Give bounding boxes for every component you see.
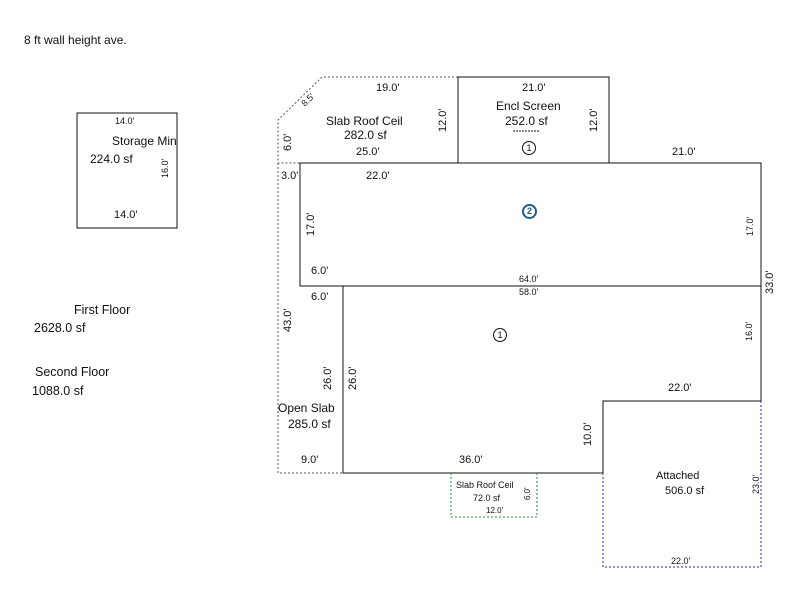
slab-roof-top-dim-top: 19.0' bbox=[376, 82, 400, 94]
first-floor-outline bbox=[342, 285, 762, 474]
attached-dim-bottom: 22.0' bbox=[671, 556, 691, 566]
slab-roof-top-name: Slab Roof Ceil bbox=[326, 114, 403, 128]
storage-outline bbox=[76, 112, 178, 229]
second-floor-dim-top-left: 22.0' bbox=[366, 170, 390, 182]
attached-dim-right: 23.0' bbox=[751, 474, 761, 494]
open-slab-name: Open Slab bbox=[278, 401, 335, 415]
first-floor-dim-notch: 6.0' bbox=[311, 291, 329, 303]
first-floor-dim-step-vertical: 10.0' bbox=[582, 422, 594, 446]
storage-dim-right: 16.0' bbox=[160, 158, 170, 178]
first-floor-dim-right: 16.0' bbox=[744, 321, 754, 341]
encl-screen-dim-top: 21.0' bbox=[522, 82, 546, 94]
second-floor-area: 1088.0 sf bbox=[32, 384, 84, 398]
attached-outline bbox=[602, 401, 762, 568]
open-slab-dim-left: 43.0' bbox=[282, 308, 294, 332]
attached-name: Attached bbox=[656, 470, 700, 482]
encl-screen-area: 252.0 sf bbox=[505, 114, 548, 128]
first-floor-dim-top: 58.0' bbox=[519, 287, 539, 297]
slab-roof-bottom-outline bbox=[450, 473, 538, 518]
attached-area: 506.0 sf bbox=[665, 485, 705, 497]
second-floor-dim-right: 17.0' bbox=[745, 216, 755, 236]
encl-screen-outline bbox=[457, 76, 610, 163]
encl-screen-name: Encl Screen bbox=[496, 99, 561, 113]
first-floor-marker: 1 bbox=[493, 328, 507, 342]
storage-name: Storage Min bbox=[112, 134, 177, 148]
first-floor-dim-left-inner: 26.0' bbox=[347, 366, 359, 390]
second-floor-dim-left: 17.0' bbox=[305, 212, 317, 236]
wall-height-note: 8 ft wall height ave. bbox=[24, 33, 127, 47]
open-slab-dim-right: 26.0' bbox=[322, 366, 334, 390]
slab-roof-top-dim-bottom: 25.0' bbox=[356, 146, 380, 158]
storage-dim-top: 14.0' bbox=[115, 116, 135, 126]
second-floor-dim-left-small: 3.0' bbox=[281, 170, 299, 182]
open-slab-area: 285.0 sf bbox=[288, 417, 331, 431]
storage-dim-bottom: 14.0' bbox=[114, 209, 138, 221]
slab-roof-bottom-dim-bottom: 12.0' bbox=[486, 506, 504, 515]
slab-roof-bottom-dim-right: 6.0' bbox=[523, 487, 532, 500]
first-floor-dim-right-total: 33.0' bbox=[764, 270, 776, 294]
slab-roof-top-dim-left: 6.0' bbox=[282, 133, 294, 151]
slab-roof-top-area: 282.0 sf bbox=[344, 128, 387, 142]
slab-roof-top-dim-right: 12.0' bbox=[437, 108, 449, 132]
second-floor-dim-bottom: 64.0' bbox=[519, 274, 539, 284]
first-floor-dim-step: 22.0' bbox=[668, 382, 692, 394]
slab-roof-bottom-area: 72.0 sf bbox=[473, 493, 501, 503]
open-slab-dim-bottom: 9.0' bbox=[301, 454, 319, 466]
encl-screen-marker: 1 bbox=[522, 141, 536, 155]
storage-area: 224.0 sf bbox=[90, 152, 133, 166]
first-floor-area: 2628.0 sf bbox=[34, 321, 86, 335]
second-floor-label: Second Floor bbox=[35, 365, 110, 379]
slab-roof-bottom-name: Slab Roof Ceil bbox=[456, 480, 514, 490]
open-slab-outline bbox=[277, 163, 343, 474]
first-floor-dim-bottom: 36.0' bbox=[459, 454, 483, 466]
second-floor-marker: 2 bbox=[522, 204, 537, 219]
second-floor-dim-top-right: 21.0' bbox=[672, 146, 696, 158]
first-floor-label: First Floor bbox=[74, 303, 131, 317]
second-floor-dim-notch: 6.0' bbox=[311, 265, 329, 277]
encl-screen-dim-right: 12.0' bbox=[588, 108, 600, 132]
